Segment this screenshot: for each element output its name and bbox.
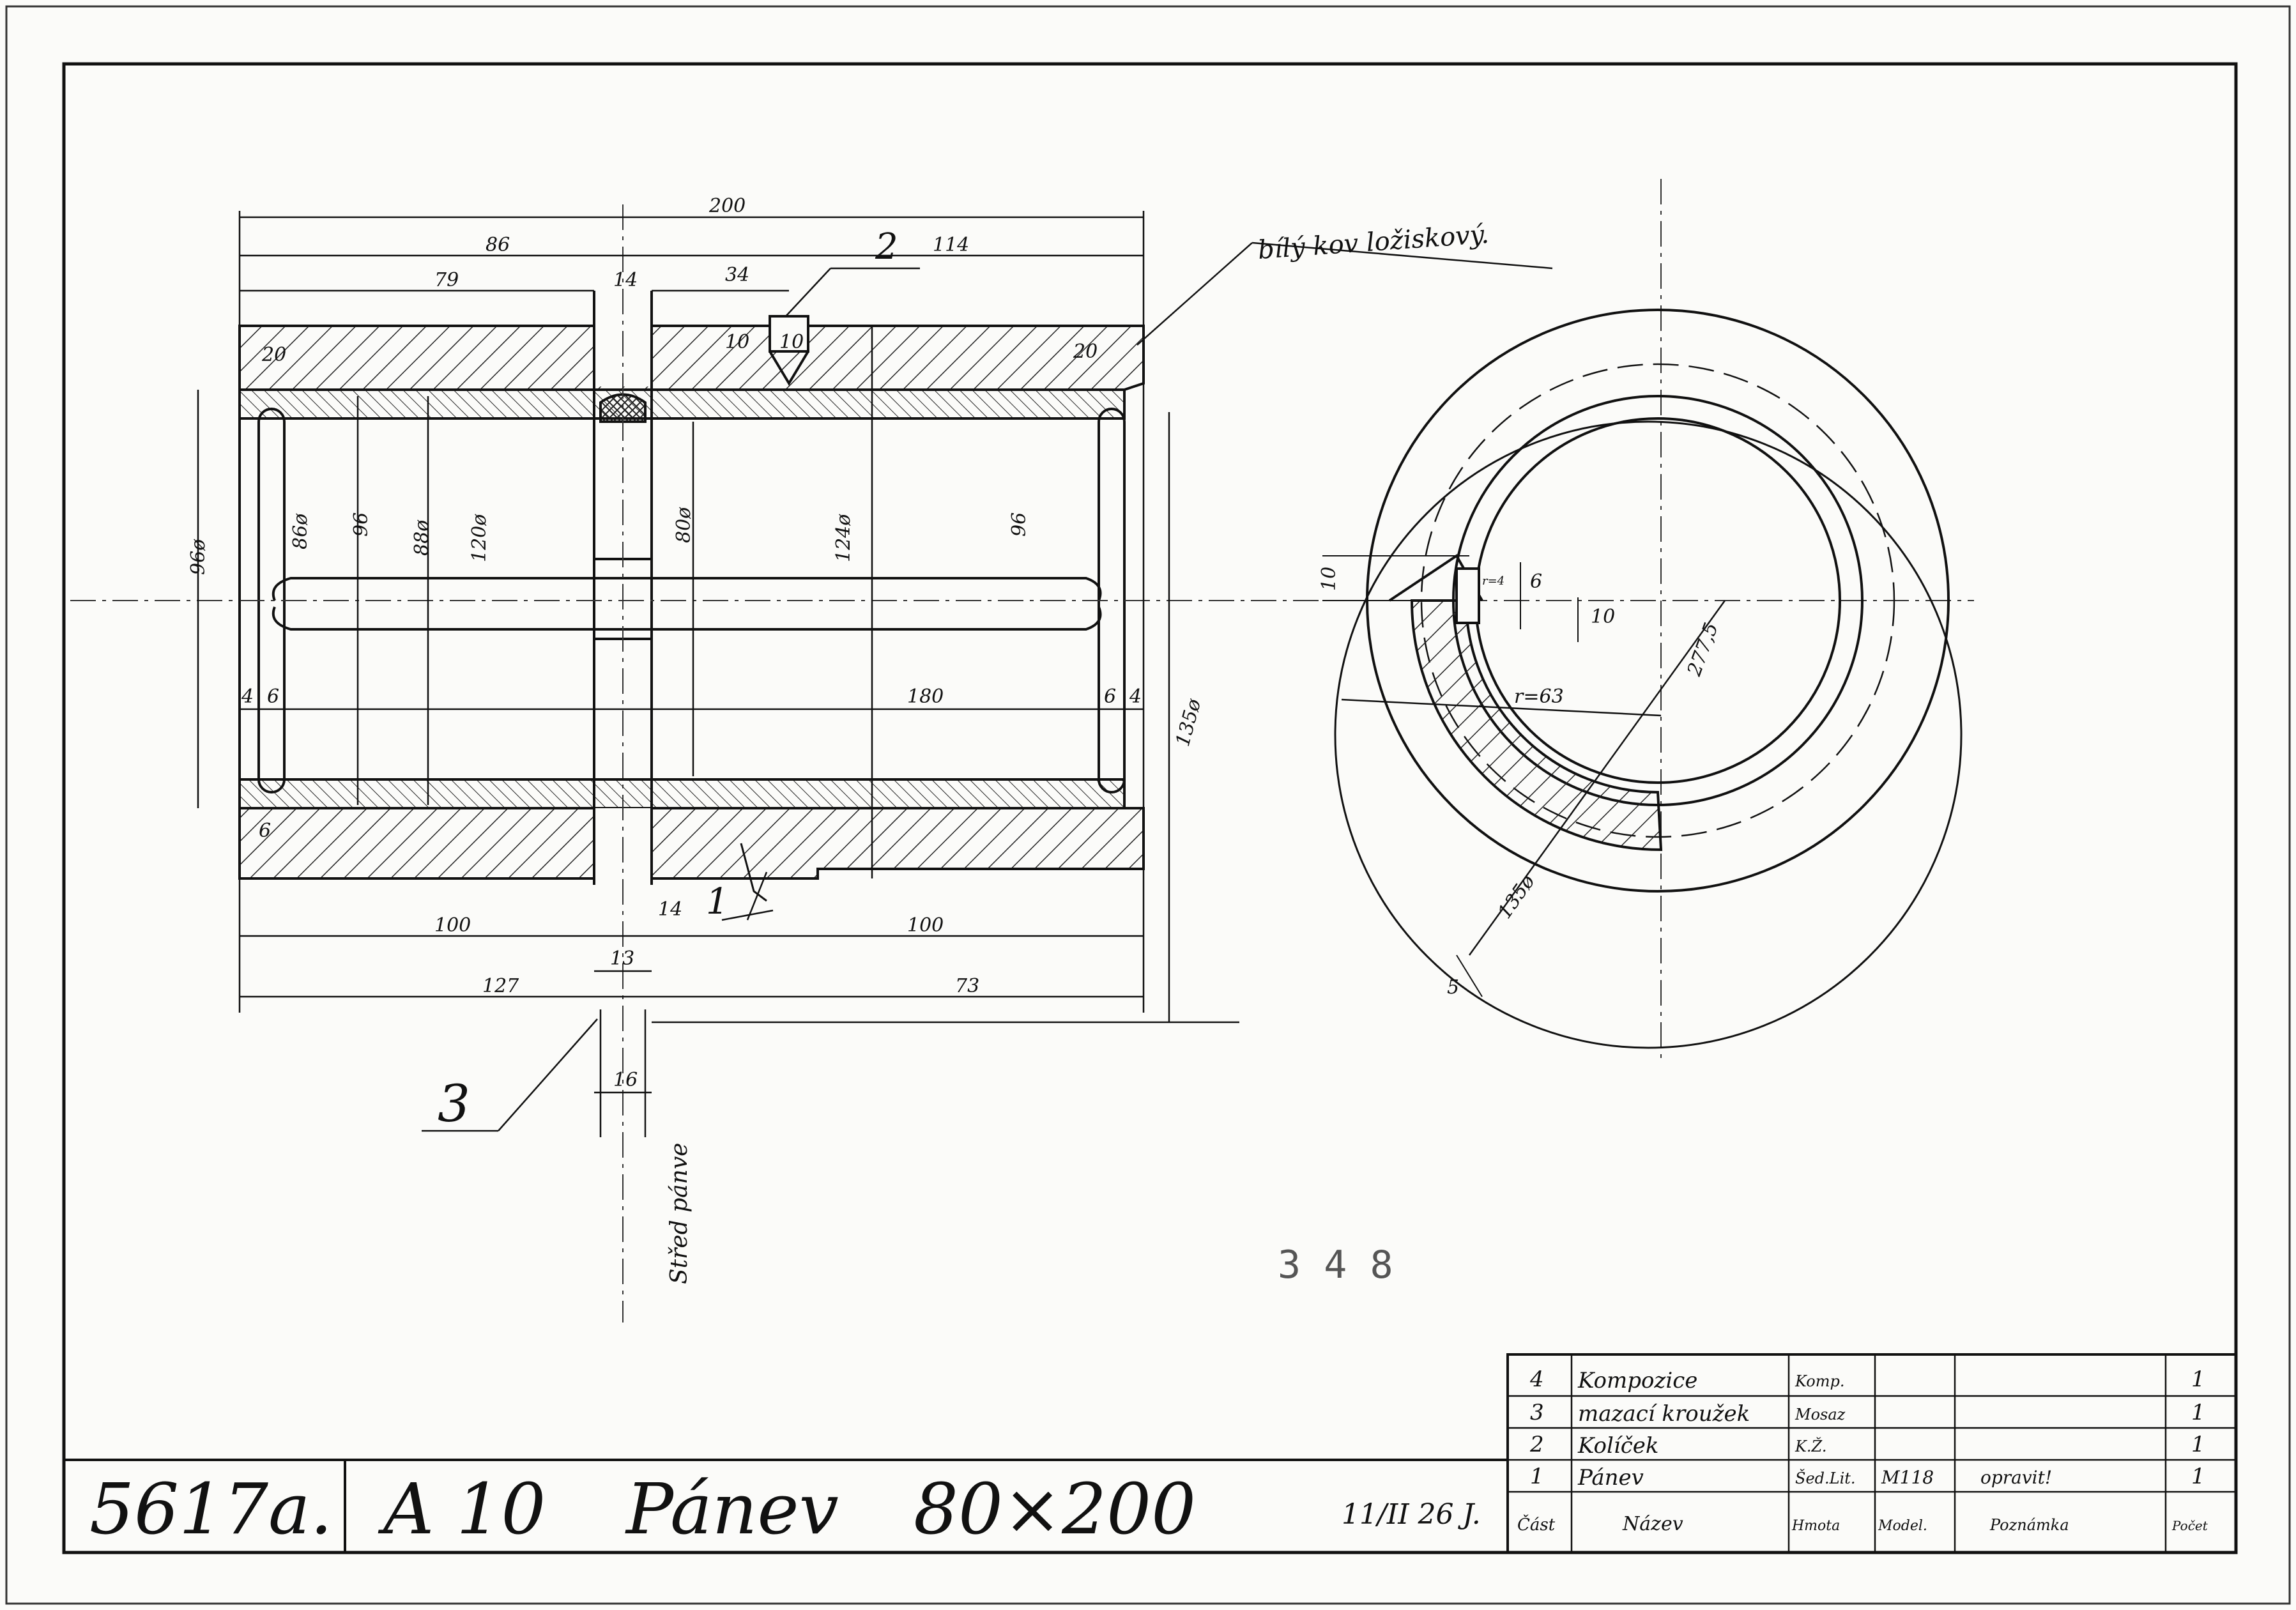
dim-96-a: 96 [350,512,372,537]
dim-side-6: 6 [1530,571,1542,593]
row-3-count: 1 [2191,1400,2205,1425]
dim-114: 114 [933,234,969,256]
dim-side-135: 135ø [1494,870,1540,923]
row-1-count: 1 [2191,1464,2205,1489]
dim-6-left: 6 [267,686,279,708]
dim-200: 200 [708,195,746,217]
dim-124-dia: 124ø [832,514,855,562]
row-1-part: 1 [1530,1464,1544,1489]
dim-120-dia: 120ø [468,514,491,562]
drawing-code: A 10 [378,1468,546,1550]
date-sign: 11/II 26 J. [1342,1498,1481,1531]
title-block [64,1353,2237,1554]
stamp-number: 3 4 8 [1278,1243,1393,1287]
dim-86-dia: 86ø [289,513,312,549]
header-name: Název [1622,1513,1683,1535]
row-1-note: opravit! [1980,1467,2052,1488]
dim-4-right: 4 [1129,686,1142,708]
header-part: Část [1517,1514,1556,1535]
dim-20-left: 20 [261,344,286,366]
dim-13: 13 [610,947,634,970]
title-text: 5617a. A 10 Pánev 80×200 11/II 26 J. [89,1468,1481,1550]
parts-table: 4 Kompozice Komp. 1 3 mazací kroužek Mos… [1517,1367,2208,1535]
part-label-1: 1 [706,881,729,923]
header-model: Model. [1878,1518,1927,1534]
row-4-count: 1 [2191,1367,2205,1392]
dim-10-pin: 10 [725,331,749,353]
dim-34: 34 [725,264,749,286]
row-4-material: Komp. [1795,1372,1844,1390]
center-note: Střed pánve [666,1143,693,1284]
dim-16: 16 [613,1069,638,1091]
outer-border [5,5,2291,1605]
row-3-name: mazací kroužek [1578,1401,1750,1427]
dim-88-dia: 88ø [411,519,433,556]
center-lines [70,179,1974,1322]
dimension-labels: 200 86 114 79 14 34 20 10 10 20 96ø 86ø … [187,195,1723,1091]
dim-14-top: 14 [613,269,638,291]
inner-border [62,62,2238,1554]
dim-73: 73 [955,975,979,997]
dim-96-dia: 96ø [187,539,210,575]
dimension-lines [197,211,1553,1137]
part-label-3: 3 [438,1074,470,1133]
row-4-part: 4 [1529,1367,1544,1392]
dim-r63: r=63 [1514,686,1564,708]
row-2-name: Kolíček [1577,1433,1658,1459]
dim-127: 127 [482,975,519,997]
dim-14-bottom: 14 [658,898,682,921]
row-3-material: Mosaz [1795,1406,1846,1423]
drawing-name: Pánev [625,1468,839,1550]
row-1-material: Šed.Lit. [1795,1469,1856,1487]
dim-side-10b: 10 [1591,606,1615,628]
dim-6-right: 6 [1104,686,1116,708]
dim-96-b: 96 [1008,512,1030,537]
drawing-number: 5617a. [89,1468,333,1550]
dim-10-pin-w: 10 [779,331,804,353]
dim-80-dia: 80ø [673,507,695,543]
row-1-name: Pánev [1577,1465,1644,1491]
row-2-part: 2 [1529,1432,1544,1457]
dim-20-right: 20 [1073,341,1098,363]
row-4-name: Kompozice [1577,1368,1697,1393]
header-note: Poznámka [1989,1516,2069,1534]
dim-79: 79 [434,269,459,291]
section-view [238,291,1145,902]
drawing-size: 80×200 [914,1468,1196,1550]
header-material: Hmota [1791,1518,1840,1534]
row-2-material: K.Ž. [1795,1437,1826,1455]
dim-100-right: 100 [907,914,944,937]
side-view [1322,309,1963,1049]
dim-4-left: 4 [241,686,254,708]
part-label-2: 2 [875,226,898,268]
row-2-count: 1 [2191,1432,2205,1457]
dim-100-left: 100 [434,914,471,937]
row-1-model: M118 [1881,1467,1934,1488]
dim-86: 86 [486,234,510,256]
dim-180: 180 [907,686,944,708]
dim-side-5: 5 [1447,976,1459,999]
row-3-part: 3 [1530,1400,1544,1425]
dim-6-bottom: 6 [259,820,271,842]
dim-r4: r=4 [1482,574,1504,588]
white-metal-note: bílý kov ložiskový. [1257,220,1490,265]
dim-135-dia: 135ø [1172,696,1206,749]
header-count: Počet [2171,1518,2208,1533]
dim-side-10: 10 [1318,567,1340,591]
